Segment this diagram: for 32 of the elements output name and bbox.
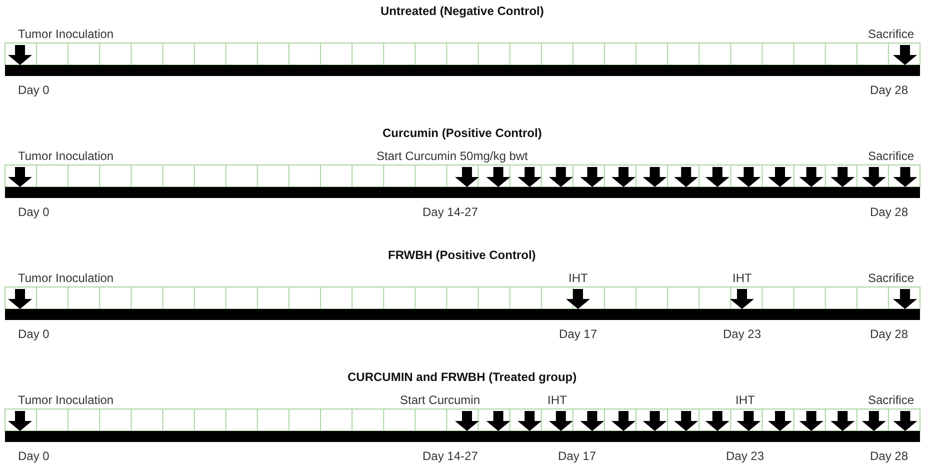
event-label: Tumor Inoculation <box>18 393 114 407</box>
event-label: Sacrifice <box>868 149 914 163</box>
event-label: Sacrifice <box>868 271 914 285</box>
event-label: IHT <box>732 271 752 285</box>
day-label: Day 17 <box>558 449 596 463</box>
panel-title: Curcumin (Positive Control) <box>382 126 542 140</box>
day-label: Day 17 <box>559 327 598 341</box>
day-label: Day 28 <box>870 83 908 97</box>
event-label: Tumor Inoculation <box>18 271 114 285</box>
day-label: Day 28 <box>870 327 908 341</box>
panel-title: CURCUMIN and FRWBH (Treated group) <box>348 370 577 384</box>
day-label: Day 23 <box>723 327 762 341</box>
event-label: IHT <box>568 271 588 285</box>
event-label: IHT <box>548 393 567 407</box>
day-label: Day 0 <box>18 205 50 219</box>
day-label: Day 0 <box>18 83 50 97</box>
day-label: Day 23 <box>726 449 764 463</box>
event-label: Sacrifice <box>868 393 914 407</box>
day-label: Day 14-27 <box>422 205 478 219</box>
day-label: Day 28 <box>870 205 908 219</box>
event-label: IHT <box>736 393 755 407</box>
event-label: Tumor Inoculation <box>18 27 114 41</box>
event-label: Start Curcumin <box>400 393 480 407</box>
day-label: Day 0 <box>18 449 50 463</box>
event-label: Tumor Inoculation <box>18 149 114 163</box>
day-label: Day 28 <box>870 449 908 463</box>
day-label: Day 0 <box>18 327 50 341</box>
panel-title: FRWBH (Positive Control) <box>388 248 536 262</box>
day-label: Day 14-27 <box>422 449 478 463</box>
event-label: Start Curcumin 50mg/kg bwt <box>376 149 528 163</box>
panel-title: Untreated (Negative Control) <box>380 4 544 18</box>
event-label: Sacrifice <box>868 27 914 41</box>
